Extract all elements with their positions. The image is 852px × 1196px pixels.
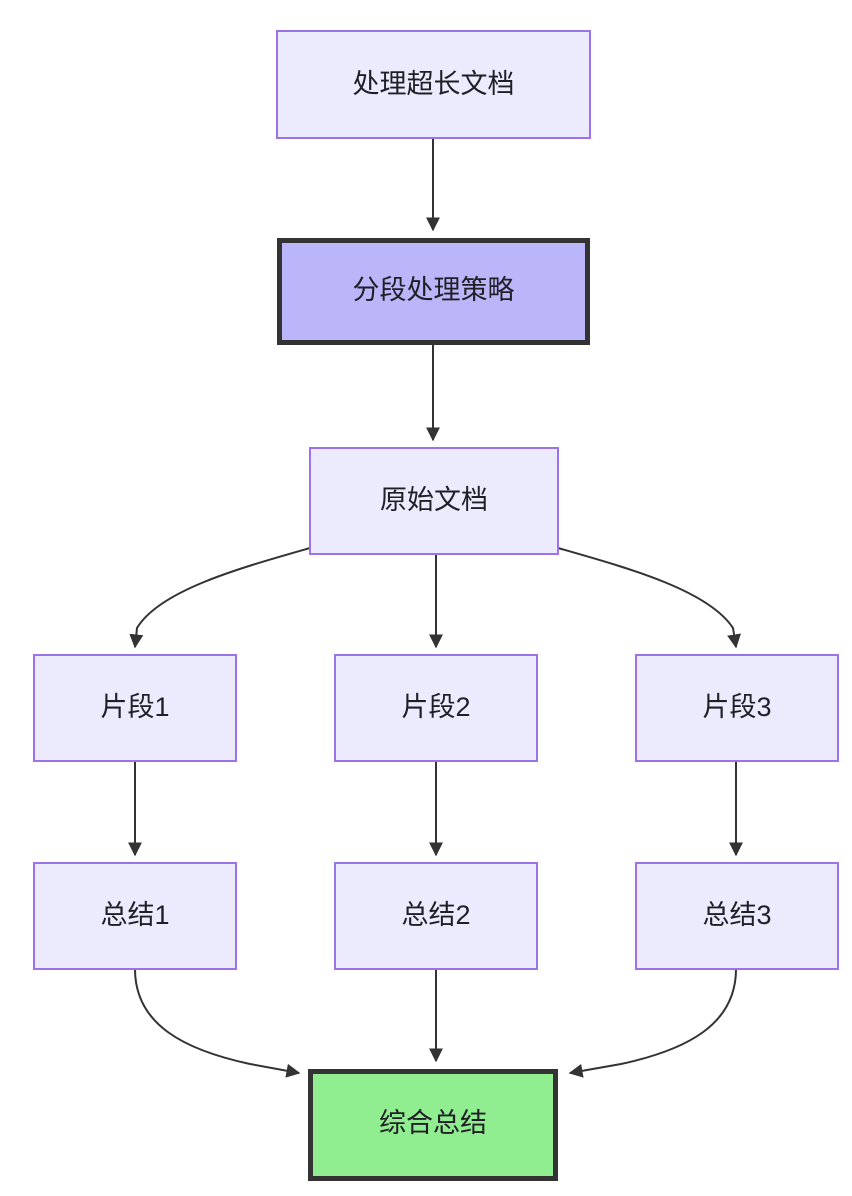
node-chunk2[interactable]: 片段2 — [334, 654, 538, 762]
node-chunk3[interactable]: 片段3 — [635, 654, 839, 762]
edge-layer — [128, 138, 743, 1078]
node-chunk3-label: 片段3 — [702, 692, 771, 722]
node-strategy[interactable]: 分段处理策略 — [277, 238, 590, 345]
node-source[interactable]: 原始文档 — [309, 447, 559, 555]
node-chunk1-label: 片段1 — [100, 692, 169, 722]
node-summary1[interactable]: 总结1 — [33, 862, 237, 970]
edge-source-to-chunk3 — [557, 547, 741, 649]
edge-summary3-to-final — [568, 968, 737, 1078]
node-source-label: 原始文档 — [380, 485, 488, 515]
node-layer: 处理超长文档 分段处理策略 原始文档 片段1 片段2 片段3 — [33, 30, 839, 1181]
node-strategy-label: 分段处理策略 — [353, 275, 515, 305]
node-summary3-label: 总结3 — [702, 900, 771, 930]
node-summary2-label: 总结2 — [401, 900, 470, 930]
edge-summary1-to-final — [134, 968, 301, 1078]
node-final-label: 综合总结 — [379, 1108, 487, 1138]
node-final[interactable]: 综合总结 — [308, 1069, 558, 1181]
node-chunk1[interactable]: 片段1 — [33, 654, 237, 762]
node-doc-label: 处理超长文档 — [353, 69, 515, 99]
node-chunk2-label: 片段2 — [401, 692, 470, 722]
node-summary1-label: 总结1 — [100, 900, 169, 930]
edge-source-to-chunk1 — [129, 547, 311, 649]
node-doc[interactable]: 处理超长文档 — [276, 30, 591, 139]
node-summary2[interactable]: 总结2 — [334, 862, 538, 970]
node-summary3[interactable]: 总结3 — [635, 862, 839, 970]
